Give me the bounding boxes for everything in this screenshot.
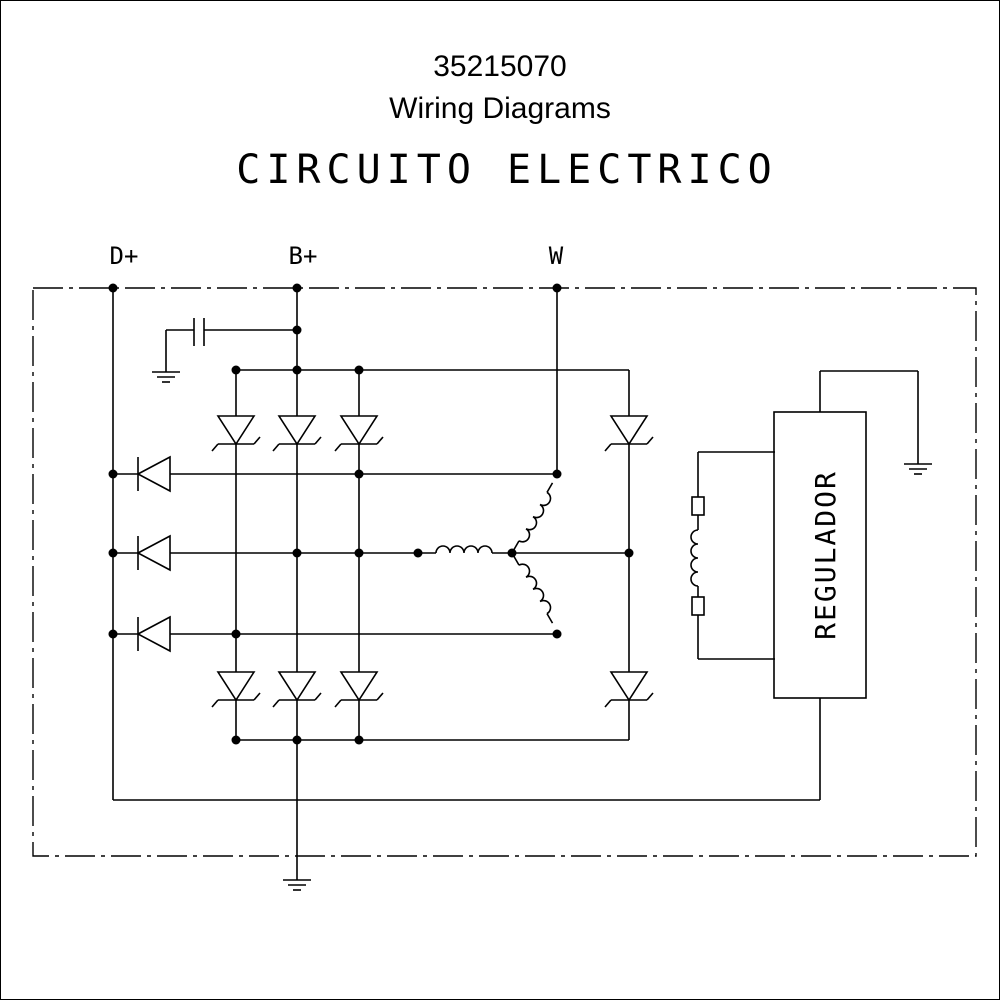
exciter-diodes — [108, 456, 562, 652]
terminal-label-w: W — [549, 242, 564, 270]
w-terminal — [552, 283, 562, 293]
terminal-label-b-plus: B+ — [289, 242, 318, 270]
rotor-field-winding — [690, 451, 775, 660]
b-plus-terminal — [292, 283, 302, 293]
alternator-housing-outline — [32, 287, 977, 857]
regulator-label: REGULADOR — [809, 470, 842, 640]
terminal-label-d-plus: D+ — [110, 242, 139, 270]
stator-windings — [418, 482, 634, 624]
d-plus-terminal — [108, 283, 118, 293]
part-number: 35215070 — [433, 50, 567, 83]
capacitor — [151, 318, 302, 383]
zener-diodes-lower — [211, 671, 654, 708]
zener-diodes-upper — [211, 415, 654, 452]
main-ground-icon — [282, 879, 312, 891]
page-subtitle: Wiring Diagrams — [389, 92, 611, 125]
regulator-ground — [819, 370, 933, 475]
diagram-title: CIRCUITO ELECTRICO — [236, 147, 777, 193]
